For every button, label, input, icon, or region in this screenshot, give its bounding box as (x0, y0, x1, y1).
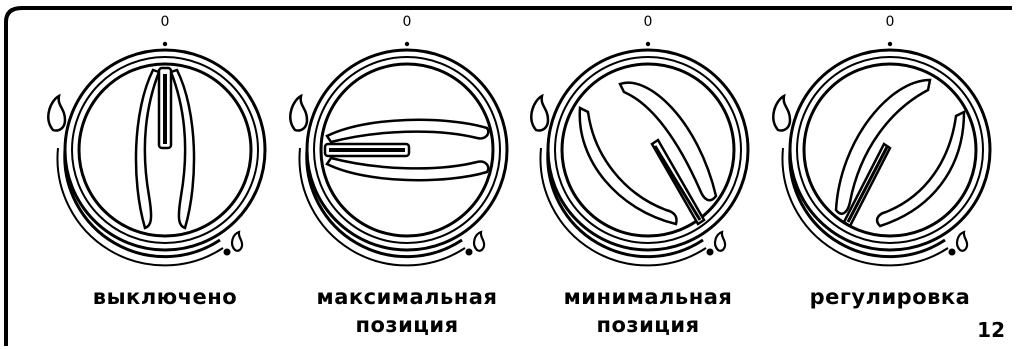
knob-min-drawing (528, 0, 768, 300)
caption-line-1: выключено (45, 283, 285, 311)
knob-off-drawing (45, 0, 285, 300)
caption-line-2: позиция (528, 311, 768, 339)
caption-line-1: минимальная (528, 283, 768, 311)
large-flame-icon (48, 96, 65, 131)
caption-line-1: максимальная (287, 283, 527, 311)
zero-tick (888, 42, 892, 46)
knob-caption: регулировка (770, 283, 1010, 311)
knob-min: 0 минимальная позиция (528, 0, 768, 349)
knob-dial (548, 50, 748, 250)
knob-pointer (159, 68, 171, 148)
zero-tick (163, 42, 167, 46)
knob-adjust-drawing (770, 0, 1010, 300)
knob-adjust: 0 регулировка (770, 0, 1010, 349)
caption-line-2: позиция (287, 311, 527, 339)
zero-label: 0 (387, 14, 427, 30)
knob-off: 0 выключено (45, 0, 285, 349)
small-flame-icon (232, 232, 242, 251)
zero-label: 0 (870, 14, 910, 30)
small-flame-icon (957, 232, 967, 251)
zero-label: 0 (145, 14, 185, 30)
page-number: 12 (977, 318, 1005, 342)
caption-line-1: регулировка (770, 283, 1010, 311)
knob-max: 0 максимальная позиция (287, 0, 527, 349)
zero-tick (405, 42, 409, 46)
small-flame-icon (715, 232, 725, 251)
small-flame-icon (474, 232, 484, 251)
knob-caption: минимальная позиция (528, 283, 768, 339)
large-flame-icon (531, 96, 548, 131)
knob-pointer (325, 144, 409, 156)
knob-caption: выключено (45, 283, 285, 311)
knob-max-drawing (287, 0, 527, 300)
knob-caption: максимальная позиция (287, 283, 527, 339)
knob-grip (580, 83, 716, 224)
zero-label: 0 (628, 14, 668, 30)
zero-tick (646, 42, 650, 46)
large-flame-icon (773, 96, 790, 131)
large-flame-icon (290, 96, 307, 131)
